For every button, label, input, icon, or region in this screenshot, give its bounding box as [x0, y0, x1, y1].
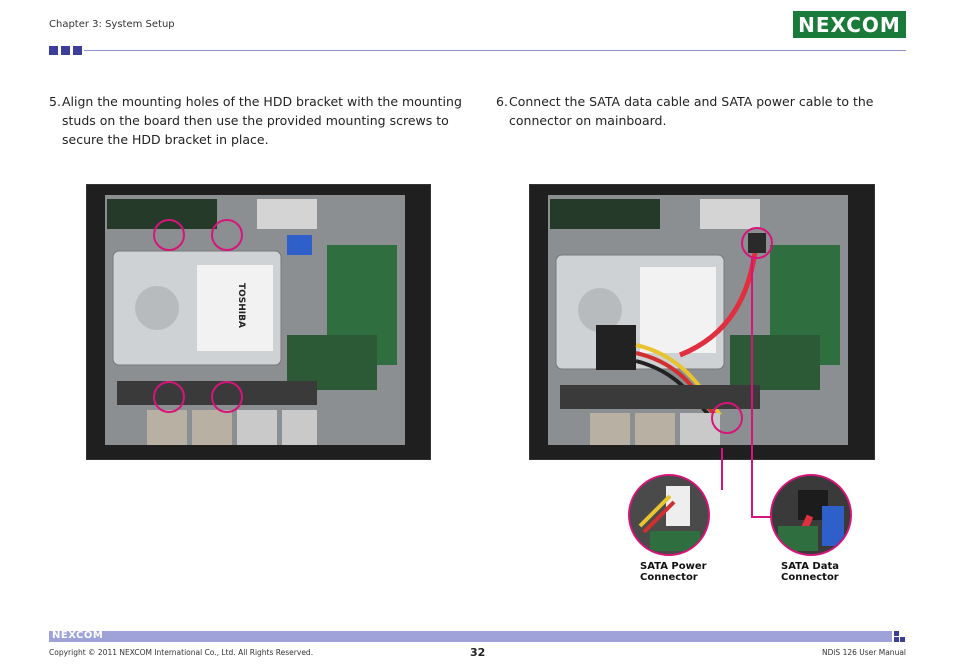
- sata-power-label-line1: SATA Power: [640, 561, 707, 572]
- mounting-hole-marker-bottom-left: [153, 381, 185, 413]
- mounting-hole-marker-top-left: [153, 219, 185, 251]
- mounting-hole-marker-bottom-right: [211, 381, 243, 413]
- step-number: 6.: [496, 94, 508, 109]
- sata-data-label: SATA Data Connector: [781, 561, 839, 583]
- logo-text: NEXCOM: [798, 12, 901, 37]
- footer-square-3: [894, 637, 899, 642]
- footer-bar: [49, 631, 892, 642]
- footer-square-2: [900, 637, 905, 642]
- sata-power-label: SATA Power Connector: [640, 561, 707, 583]
- sata-cables-illustration: [530, 185, 874, 459]
- sata-cables-photo: [529, 184, 875, 460]
- leader-line-data-vertical: [751, 258, 753, 518]
- leader-line-data-horizontal: [751, 516, 773, 518]
- sata-power-marker: [711, 402, 743, 434]
- sata-data-closeup: [772, 476, 850, 554]
- sata-power-label-line2: Connector: [640, 572, 698, 583]
- footer-copyright: Copyright © 2011 NEXCOM International Co…: [49, 648, 314, 657]
- page-number: 32: [470, 646, 486, 659]
- sata-data-label-line1: SATA Data: [781, 561, 840, 572]
- sata-data-label-line2: Connector: [781, 572, 839, 583]
- hdd-brand-text: TOSHIBA: [236, 283, 246, 328]
- step-text: Connect the SATA data cable and SATA pow…: [509, 94, 874, 128]
- footer-square-1: [894, 631, 899, 636]
- sata-data-callout: [770, 474, 852, 556]
- header-square-1: [49, 46, 58, 55]
- step-number: 5.: [49, 94, 61, 109]
- sata-power-closeup: [630, 476, 708, 554]
- step-5: 5. Align the mounting holes of the HDD b…: [49, 92, 469, 149]
- footer-logo: NEXCOM: [52, 630, 104, 641]
- manual-title: NDiS 126 User Manual: [821, 648, 906, 657]
- hdd-bracket-photo: TOSHIBA: [86, 184, 431, 460]
- sata-data-marker: [741, 227, 773, 259]
- header-square-2: [61, 46, 70, 55]
- leader-line-power: [721, 448, 723, 490]
- header-square-3: [73, 46, 82, 55]
- chapter-title: Chapter 3: System Setup: [49, 19, 175, 30]
- step-text: Align the mounting holes of the HDD brac…: [62, 94, 462, 147]
- nexcom-logo: NEXCOM: [793, 11, 906, 38]
- step-6: 6. Connect the SATA data cable and SATA …: [496, 92, 906, 130]
- mounting-hole-marker-top-right: [211, 219, 243, 251]
- header-rule: [84, 50, 906, 51]
- sata-power-callout: [628, 474, 710, 556]
- hdd-bracket-illustration: TOSHIBA: [87, 185, 430, 459]
